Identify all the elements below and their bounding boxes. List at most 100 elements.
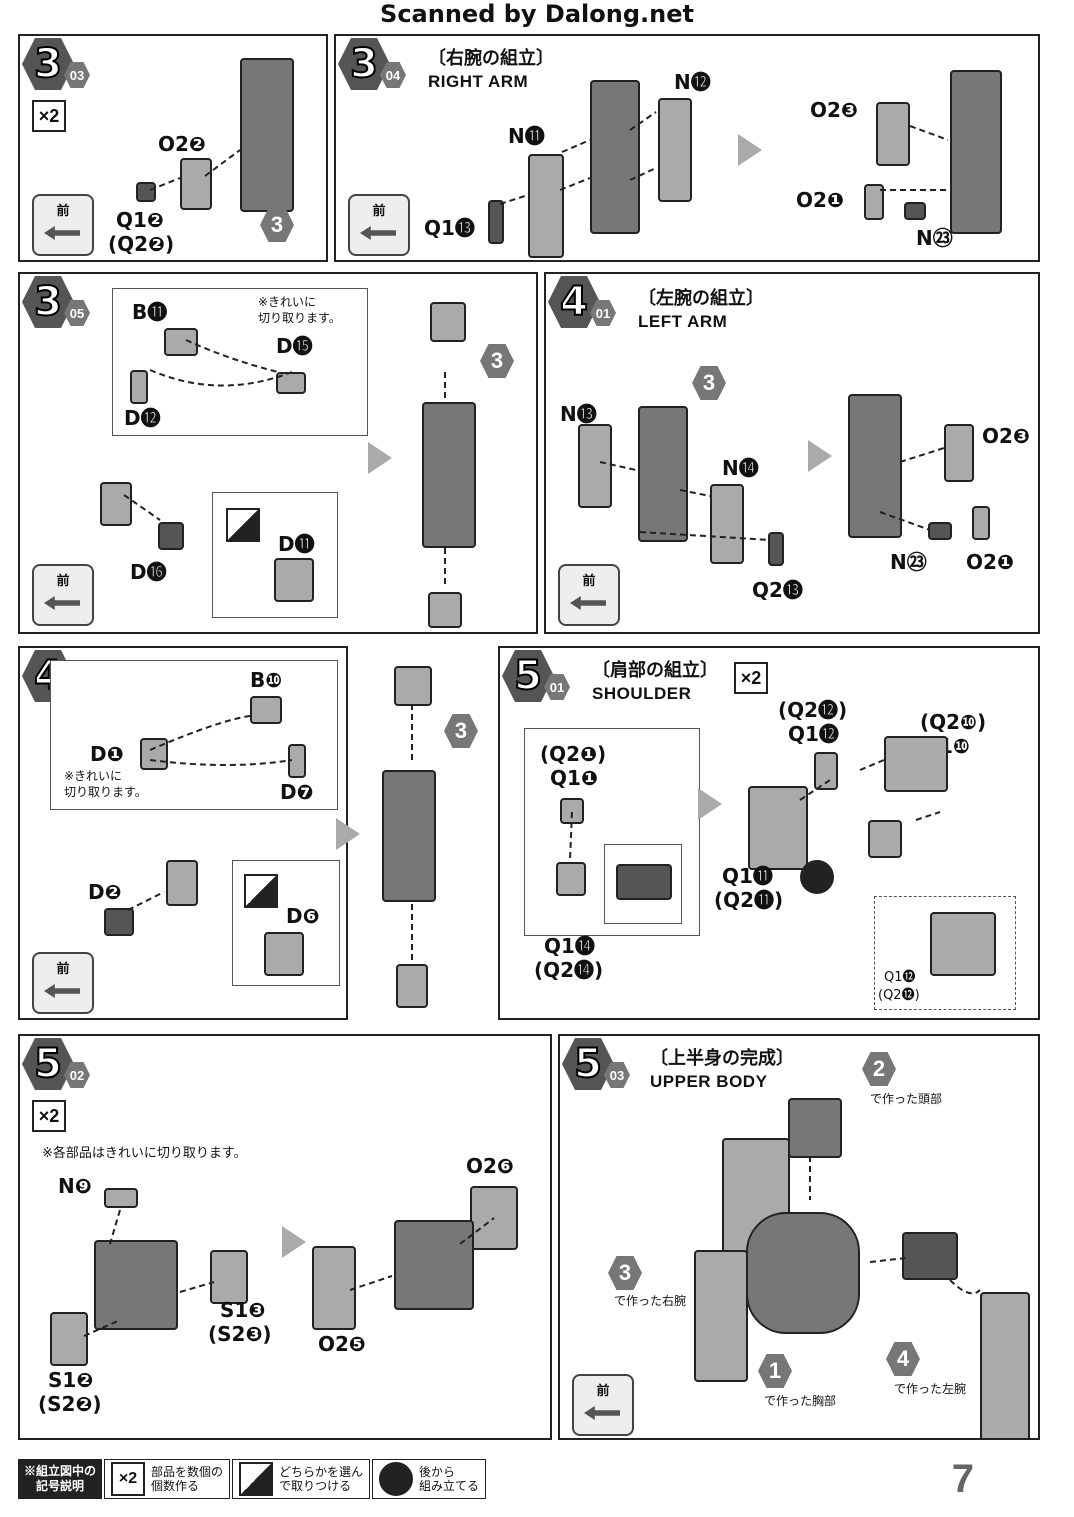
part-label: N❾ — [58, 1174, 92, 1198]
small-part — [864, 184, 884, 220]
legend-caption: ※組立図中の 記号説明 — [18, 1459, 102, 1499]
step-badge: 4 01 — [548, 276, 616, 334]
joint-part — [616, 864, 672, 900]
next-arrow-icon — [282, 1226, 306, 1258]
plate-part — [658, 98, 692, 202]
plate-part — [710, 484, 744, 564]
cut-note: ※きれいに 切り取ります。 — [64, 769, 147, 799]
symbol-legend: ※組立図中の 記号説明 ×2 部品を数個の個数作る どちらかを選んで取りつける … — [18, 1459, 487, 1499]
part-label: Q1⓬ — [884, 970, 916, 985]
small-part — [488, 200, 504, 244]
choose-one-icon — [239, 1462, 274, 1496]
section-title-jp: 〔右腕の組立〕 — [428, 48, 554, 69]
panel-step-5-01: 5 01 〔肩部の組立〕 SHOULDER ×2 (Q2❶) Q1❶ Q1⓮ (… — [498, 646, 1040, 1020]
head-part — [788, 1098, 842, 1158]
joint-part — [140, 738, 168, 770]
part-label: O2❷ — [158, 132, 206, 156]
fist-part — [104, 908, 134, 936]
legend-item-choose: どちらかを選んで取りつける — [232, 1459, 371, 1499]
assemble-later-icon — [800, 860, 834, 894]
cut-note: ※各部品はきれいに切り取ります。 — [42, 1146, 247, 1161]
part-label: (Q2⓬) — [778, 698, 848, 722]
arm-part — [590, 80, 640, 234]
part-label: B⓫ — [132, 300, 168, 324]
section-title-en: SHOULDER — [592, 684, 692, 703]
step-badge: 3 05 — [22, 276, 90, 334]
hand-part — [166, 860, 198, 906]
part-label: N㉓ — [916, 226, 953, 250]
plate-part — [528, 154, 564, 258]
torso-part — [746, 1212, 860, 1334]
part-label: (Q2⓮) — [534, 958, 604, 982]
legend-item-times-two: ×2 部品を数個の個数作る — [104, 1459, 231, 1499]
part-label: D⓰ — [130, 560, 167, 584]
step-badge: 5 01 — [502, 650, 570, 708]
part-label: O2❻ — [466, 1154, 514, 1178]
part-label: S1❸ — [220, 1298, 266, 1322]
part-label: N⓭ — [560, 402, 597, 426]
panel-step-4-02: 4 02 B❿ D❶ ※きれいに 切り取ります。 D❼ D❷ D❻ 前 — [18, 646, 348, 1020]
part-label: D❻ — [286, 904, 320, 928]
small-part — [904, 202, 926, 220]
left-arm-ref-label: で作った左腕 — [894, 1382, 967, 1396]
part-label: N⓫ — [508, 124, 545, 148]
chest-ref-label: で作った胸部 — [764, 1394, 837, 1408]
joint-part — [130, 370, 148, 404]
arm-part — [950, 70, 1002, 234]
section-title-jp: 〔左腕の組立〕 — [638, 288, 764, 309]
ref-step-icon: 2 — [862, 1052, 896, 1086]
plate-part — [944, 424, 974, 482]
part-label: Q1⓮ — [544, 934, 595, 958]
part-label: Q2⓭ — [752, 578, 803, 602]
right-arm-ref-label: で作った右腕 — [614, 1294, 687, 1308]
small-part — [104, 1188, 138, 1208]
armor-part — [748, 786, 808, 870]
small-part — [768, 532, 784, 566]
shoulder-part — [902, 1232, 958, 1280]
front-direction-icon: 前 — [572, 1374, 634, 1436]
arm-part — [694, 1250, 748, 1382]
plate-part — [180, 158, 212, 210]
joint-part — [288, 744, 306, 778]
panel-step-4-01: 4 01 〔左腕の組立〕 LEFT ARM 3 N⓭ N⓮ Q2⓭ O2❸ N㉓… — [544, 272, 1040, 634]
section-title-jp: 〔上半身の完成〕 — [650, 1048, 794, 1069]
part-label: Q1❶ — [550, 766, 598, 790]
hand-part — [396, 964, 428, 1008]
next-arrow-icon — [698, 788, 722, 820]
next-arrow-icon — [336, 818, 360, 850]
part-label: B❿ — [250, 668, 283, 692]
hand-part — [274, 558, 314, 602]
part-label: N⓬ — [674, 70, 711, 94]
watermark-header: Scanned by Dalong.net — [380, 0, 694, 28]
times-two-icon: ×2 — [734, 662, 768, 694]
arm-part — [382, 770, 436, 902]
hand-part — [100, 482, 132, 526]
choose-one-icon — [244, 874, 278, 908]
joint-part — [164, 328, 198, 356]
arm-part — [848, 394, 902, 538]
joint-part — [276, 372, 306, 394]
ref-step-icon: 3 — [260, 208, 294, 242]
legend-item-later: 後から組み立てる — [372, 1459, 487, 1499]
part-label: (Q2❿) — [920, 710, 987, 734]
part-label: O2❶ — [796, 188, 844, 212]
panel-step-3-04: 3 04 〔右腕の組立〕 RIGHT ARM N⓬ N⓫ Q1⓭ O2❸ O2❶… — [334, 34, 1040, 262]
front-direction-icon: 前 — [348, 194, 410, 256]
part-label: Q1⓬ — [788, 722, 839, 746]
armor-part — [884, 736, 948, 792]
next-arrow-icon — [738, 134, 762, 166]
joint-part — [560, 798, 584, 824]
arm-part — [422, 402, 476, 548]
part-label: O2❸ — [810, 98, 858, 122]
part-label: O2❺ — [318, 1332, 366, 1356]
page-number: 7 — [951, 1457, 974, 1501]
panel-step-5-02: 5 02 ×2 ※各部品はきれいに切り取ります。 N❾ S1❸ (S2❸) S1… — [18, 1034, 552, 1440]
ref-step-icon: 1 — [758, 1354, 792, 1388]
panel-step-3-05: 3 05 ※きれいに 切り取ります。 B⓫ D⓯ D⓬ D⓰ D⓫ 3 前 — [18, 272, 538, 634]
ref-step-icon: 4 — [886, 1342, 920, 1376]
part-label: (Q2⓫) — [714, 888, 784, 912]
hand-part — [264, 932, 304, 976]
small-part — [136, 182, 156, 202]
part-label: Q1⓭ — [424, 216, 475, 240]
step-badge: 5 02 — [22, 1038, 90, 1096]
